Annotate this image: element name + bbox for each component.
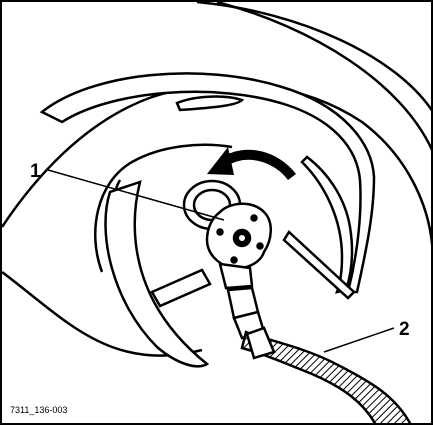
callout-number-1: 1 [30,162,41,181]
rotation-arrow [207,147,292,177]
regulator-handwheel [207,204,271,338]
figure-reference-code: 7311_136-003 [10,406,67,415]
callout-number-2: 2 [399,320,410,339]
gas-hose [242,328,412,425]
